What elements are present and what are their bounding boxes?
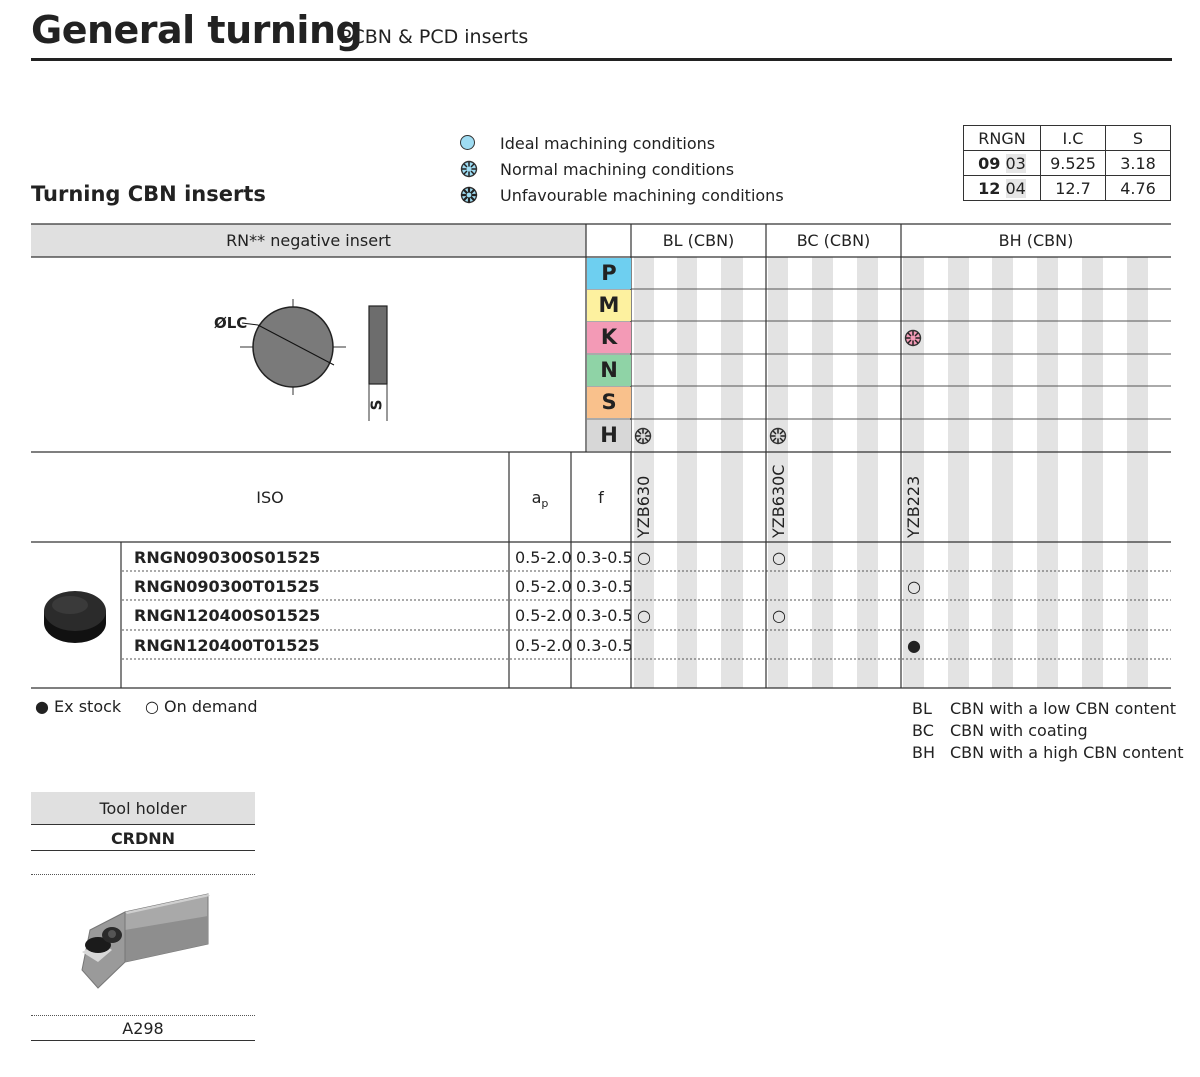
legend-unfavourable: Unfavourable machining conditions — [460, 186, 790, 206]
legend-normal-label: Normal machining conditions — [500, 160, 735, 179]
product-code: RNGN090300S01525 — [134, 548, 321, 567]
product-ap: 0.5-2.0 — [515, 636, 572, 655]
product-ap: 0.5-2.0 — [515, 548, 572, 567]
ap-subscript: p — [541, 497, 549, 511]
tool-holder-divider — [31, 1015, 255, 1016]
dim-header-ic: I.C — [1040, 125, 1106, 151]
tool-holder-header-bg — [31, 792, 255, 825]
material-h: H — [587, 420, 631, 451]
dim-size-cell: 09 03 — [963, 150, 1041, 176]
legend-ideal-label: Ideal machining conditions — [500, 134, 716, 153]
abbr-bc: BC — [912, 721, 934, 740]
product-code: RNGN120400T01525 — [134, 636, 320, 655]
material-m: M — [587, 290, 631, 321]
abbr-bl-desc: CBN with a low CBN content — [950, 699, 1176, 718]
dim-size-cell: 12 04 — [963, 175, 1041, 201]
dim-header-s: S — [1105, 125, 1171, 151]
ex-stock-legend: ● Ex stock — [35, 697, 122, 716]
main-table-grid — [31, 223, 1171, 689]
tool-holder-divider — [31, 874, 255, 875]
section-title: Turning CBN inserts — [31, 182, 266, 206]
ap-header: ap — [509, 488, 571, 510]
availability-bl: ○ — [637, 606, 651, 625]
dim-code: 03 — [1005, 153, 1026, 173]
product-code: RNGN120400S01525 — [134, 606, 321, 625]
grade-label-bc: YZB630C — [769, 464, 788, 538]
group-header-bh: BH (CBN) — [998, 231, 1074, 250]
dim-header-rngn: RNGN — [963, 125, 1041, 151]
group-header-bc: BC (CBN) — [796, 231, 871, 250]
unfavourable-condition-icon — [460, 186, 478, 204]
availability-bh: ○ — [907, 577, 921, 596]
abbr-bl: BL — [912, 699, 932, 718]
legend-normal: Normal machining conditions — [460, 160, 790, 180]
availability-bc: ○ — [772, 606, 786, 625]
dim-code: 04 — [1005, 178, 1026, 198]
normal-condition-icon — [460, 160, 478, 178]
abbr-bh: BH — [912, 743, 936, 762]
insert-type-header: RN** negative insert — [226, 231, 391, 250]
dimensions-table: RNGN I.C S 09 03 9.525 3.18 12 04 12.7 4… — [963, 125, 1171, 201]
material-p: P — [587, 258, 631, 289]
legend-ideal: Ideal machining conditions — [460, 134, 790, 154]
normal-condition-icon — [769, 427, 787, 445]
product-f: 0.3-0.5 — [576, 636, 633, 655]
tool-holder-bottom-rule — [31, 1040, 255, 1041]
product-f: 0.3-0.5 — [576, 577, 633, 596]
availability-bl: ○ — [637, 548, 651, 567]
tool-holder-header: Tool holder — [99, 799, 187, 818]
normal-condition-icon — [904, 329, 922, 347]
group-header-bl: BL (CBN) — [662, 231, 735, 250]
ap-symbol: a — [531, 488, 542, 507]
dimensions-header-row: RNGN I.C S — [963, 125, 1171, 151]
diameter-label: ØLC — [214, 314, 248, 332]
ideal-condition-icon — [460, 135, 475, 150]
dimensions-row: 09 03 9.525 3.18 — [963, 150, 1171, 176]
iso-header: ISO — [256, 488, 284, 507]
material-n: N — [587, 355, 631, 386]
abbr-bh-desc: CBN with a high CBN content — [950, 743, 1184, 762]
page-subtitle: PCBN & PCD inserts — [340, 26, 529, 48]
availability-bc: ○ — [772, 548, 786, 567]
material-k: K — [587, 322, 631, 353]
material-s: S — [587, 387, 631, 418]
insert-drawing — [240, 299, 388, 421]
dim-s: 4.76 — [1105, 175, 1171, 201]
tool-holder-image — [81, 893, 210, 989]
product-f: 0.3-0.5 — [576, 548, 633, 567]
on-demand-legend: ○ On demand — [145, 697, 258, 716]
legend-unfavourable-label: Unfavourable machining conditions — [500, 186, 784, 205]
dim-s: 3.18 — [1105, 150, 1171, 176]
tool-holder-divider — [31, 850, 255, 851]
abbr-bc-desc: CBN with coating — [950, 721, 1088, 740]
dim-ic: 9.525 — [1040, 150, 1106, 176]
tool-holder-page-ref: A298 — [122, 1019, 164, 1038]
dimensions-row: 12 04 12.7 4.76 — [963, 175, 1171, 201]
f-header: f — [598, 488, 604, 507]
insert-product-image — [44, 591, 106, 643]
dim-size: 12 — [978, 178, 1001, 198]
title-rule — [31, 58, 1172, 61]
tool-holder-name: CRDNN — [110, 829, 176, 848]
grade-label-bl: YZB630 — [634, 475, 653, 538]
page-title: General turning — [31, 8, 363, 52]
product-code: RNGN090300T01525 — [134, 577, 320, 596]
grade-label-bh: YZB223 — [904, 475, 923, 538]
product-ap: 0.5-2.0 — [515, 606, 572, 625]
dim-size: 09 — [978, 153, 1001, 173]
normal-condition-icon — [634, 427, 652, 445]
product-ap: 0.5-2.0 — [515, 577, 572, 596]
availability-bh: ● — [907, 636, 921, 655]
thickness-label: S — [367, 399, 386, 411]
product-f: 0.3-0.5 — [576, 606, 633, 625]
